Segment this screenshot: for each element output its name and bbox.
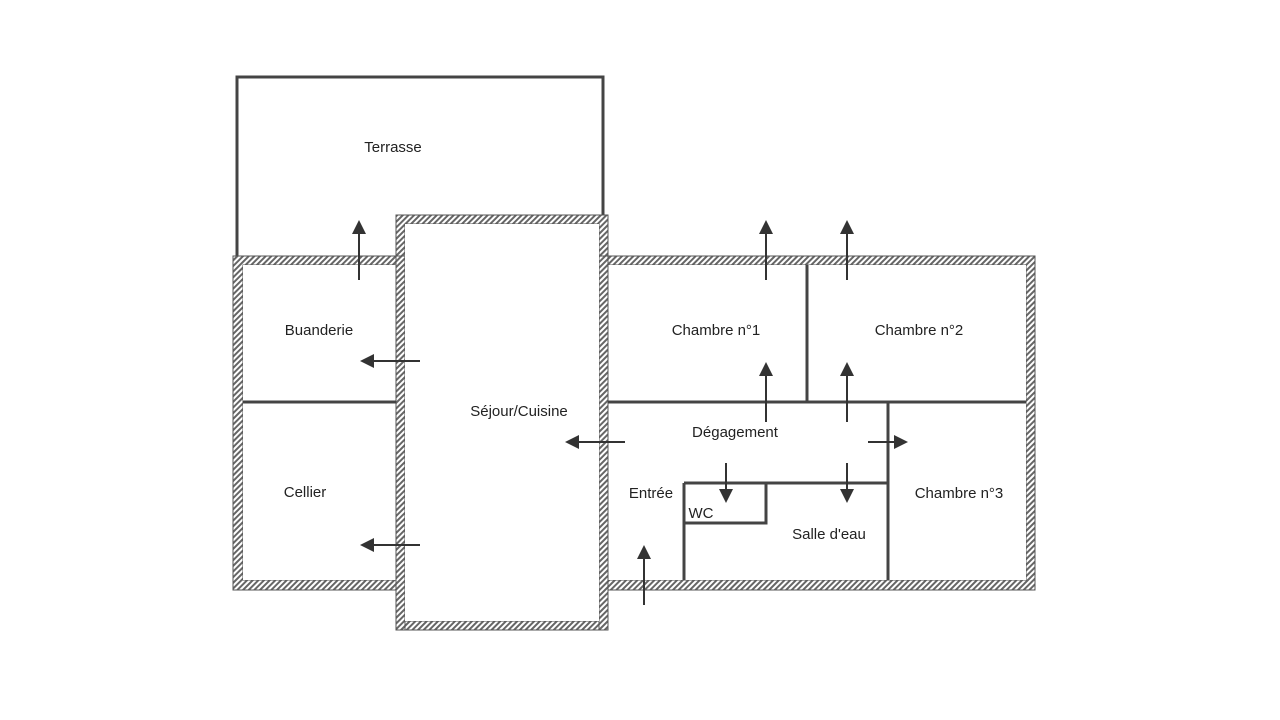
door-arrow-degagement-to-sejour [565,435,625,449]
door-arrow-degagement-to-chambre2 [840,362,854,422]
label-wc: WC [689,505,714,522]
arrow-head-icon [840,362,854,376]
label-terrasse: Terrasse [364,139,422,156]
door-arrow-degagement-to-wc [719,463,733,503]
label-entree: Entrée [629,485,673,502]
door-arrow-chambre1-to-outside [759,220,773,280]
arrow-head-icon [360,354,374,368]
door-arrow-sejour-to-buanderie [360,354,420,368]
arrow-head-icon [894,435,908,449]
arrow-head-icon [360,538,374,552]
label-chambre-2: Chambre n°2 [875,322,964,339]
interior-partitions [243,265,1026,580]
door-arrow-outside-to-entree [637,545,651,605]
label-cellier: Cellier [284,484,327,501]
label-degagement: Dégagement [692,424,779,441]
label-salle-eau: Salle d'eau [792,526,866,543]
door-arrow-degagement-to-chambre3 [868,435,908,449]
label-buanderie: Buanderie [285,322,353,339]
terrace-outline [235,75,605,257]
room-labels: Terrasse Buanderie Cellier Séjour/Cuisin… [284,139,1004,543]
label-chambre-1: Chambre n°1 [672,322,761,339]
door-arrow-chambre2-to-outside [840,220,854,280]
door-arrow-buanderie-to-terrasse [352,220,366,280]
arrow-head-icon [719,489,733,503]
arrow-head-icon [637,545,651,559]
arrow-head-icon [759,362,773,376]
label-sejour: Séjour/Cuisine [470,403,568,420]
door-arrow-sejour-to-cellier [360,538,420,552]
arrow-head-icon [565,435,579,449]
arrow-head-icon [840,489,854,503]
label-chambre-3: Chambre n°3 [915,485,1004,502]
door-arrow-degagement-to-chambre1 [759,362,773,422]
arrow-head-icon [352,220,366,234]
arrow-head-icon [840,220,854,234]
arrow-head-icon [759,220,773,234]
door-arrows [352,220,908,605]
door-arrow-degagement-to-salle-eau [840,463,854,503]
